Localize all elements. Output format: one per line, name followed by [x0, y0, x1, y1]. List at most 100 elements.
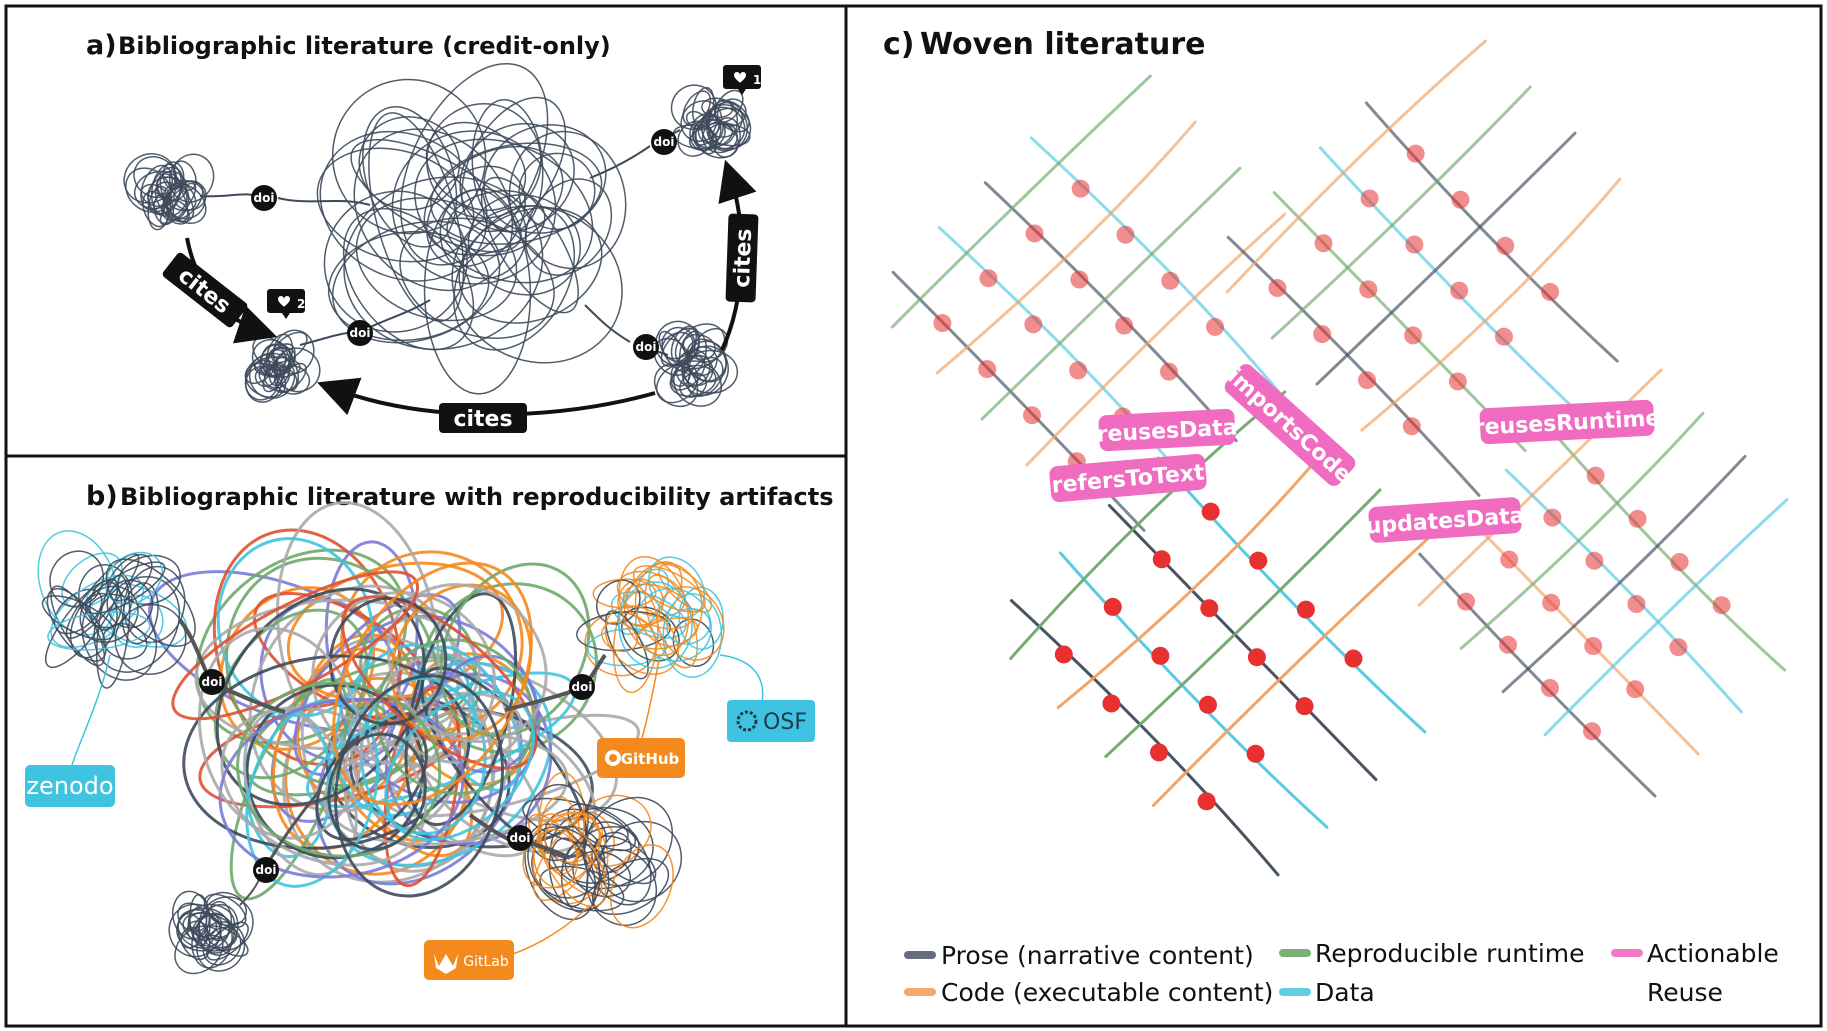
weave-node	[1451, 190, 1470, 209]
weave-thread	[1156, 456, 1427, 734]
paper-tangle-topright	[670, 84, 752, 159]
weave-node	[1583, 722, 1601, 741]
panel-c-prefix: c)	[883, 27, 915, 62]
panel-c-title: Woven literature	[920, 27, 1205, 62]
weave-node	[1150, 743, 1168, 762]
osf-logo: OSF	[727, 700, 815, 742]
weave-thread	[1364, 101, 1619, 363]
svg-text:doi: doi	[350, 326, 371, 340]
osf-icon	[736, 710, 758, 732]
weave-node	[1054, 645, 1073, 664]
relation-imports-code: importsCode	[1222, 364, 1356, 488]
svg-text:Reuse: Reuse	[1647, 978, 1723, 1007]
weave-node	[1115, 316, 1134, 335]
weave-thread	[1225, 39, 1487, 294]
weave-node	[1405, 235, 1424, 254]
weave-thread	[1459, 411, 1705, 650]
legend-item-actionable: Actionable Reuse	[1611, 939, 1779, 1007]
svg-text:Reproducible runtime: Reproducible runtime	[1315, 939, 1585, 968]
weave-thread	[1104, 488, 1382, 758]
like-badge-mid: 2	[267, 289, 305, 319]
panel-b-prefix: b)	[86, 481, 118, 512]
doi-badge-gitlab: doi	[507, 825, 533, 851]
svg-text:OSF: OSF	[763, 710, 807, 735]
weave-node	[1586, 466, 1605, 485]
svg-text:GitHub: GitHub	[621, 750, 680, 768]
svg-text:doi: doi	[256, 863, 277, 877]
svg-text:doi: doi	[654, 135, 675, 149]
weave-node	[1499, 635, 1517, 654]
link-gitlab-repo	[509, 904, 591, 956]
heart-icon	[278, 296, 290, 307]
doi-badge-left: doi	[251, 185, 277, 211]
weave-thread	[1318, 146, 1573, 408]
weave-node	[1626, 680, 1645, 699]
weave-thread	[1151, 537, 1430, 807]
paper-plain-tangle	[168, 890, 254, 975]
svg-text:Prose (narrative content): Prose (narrative content)	[941, 941, 1254, 970]
paper-with-code-tangle	[576, 555, 725, 694]
legend: Prose (narrative content) Code (executab…	[904, 939, 1779, 1007]
link-gitlab-central	[527, 840, 571, 860]
cites-label-right: cites	[725, 213, 759, 303]
weave-node	[1359, 280, 1378, 299]
link-zenodo-repo	[71, 654, 111, 766]
legend-item-prose: Prose (narrative content)	[904, 941, 1254, 970]
weave-node	[1023, 406, 1041, 425]
weave-node	[1102, 694, 1121, 713]
weave-node	[1541, 282, 1560, 301]
weave-thread	[1315, 131, 1577, 386]
weave-node	[1206, 317, 1225, 336]
weave-node	[1627, 595, 1646, 613]
panel-b-title: Bibliographic literature with reproducib…	[120, 483, 834, 511]
weave-node	[1670, 553, 1689, 571]
weave-node	[1313, 325, 1332, 344]
link-topright-central	[589, 145, 651, 179]
link-zenodo-central	[222, 686, 286, 714]
github-logo: GitHub	[597, 738, 685, 778]
paper-tangle-left	[123, 153, 215, 231]
svg-text:doi: doi	[510, 831, 531, 845]
relation-reuses-runtime: reusesRuntime	[1473, 399, 1661, 445]
weave-node	[1247, 648, 1266, 667]
weave-node	[1314, 234, 1333, 253]
weave-node	[1025, 224, 1044, 243]
weave-node	[1296, 600, 1315, 619]
weave-node	[1496, 236, 1515, 255]
zenodo-logo: zenodo	[25, 765, 115, 807]
weave-bottom-left	[1009, 390, 1430, 877]
link-mid-central	[367, 299, 431, 329]
link-left-central	[277, 197, 371, 206]
central-paper-tangle	[316, 62, 627, 395]
cites-label-bottom: cites	[439, 403, 527, 433]
central-paper-scribble	[316, 62, 627, 395]
svg-text:Code (executable content): Code (executable content)	[941, 978, 1273, 1007]
weave-node	[1161, 271, 1180, 290]
weave-node	[1152, 550, 1171, 569]
weave-node	[1628, 509, 1647, 528]
weave-node	[1069, 361, 1088, 380]
svg-text:2: 2	[297, 297, 305, 311]
svg-text:1: 1	[753, 73, 761, 87]
weave-thread	[935, 120, 1197, 375]
panel-b: b) Bibliographic literature with reprodu…	[25, 481, 834, 980]
weave-node	[1494, 327, 1513, 346]
weave-node	[1360, 189, 1379, 208]
cites-label-left: cites	[162, 252, 248, 328]
panel-a: a) Bibliographic literature (credit-only…	[86, 30, 761, 433]
legend-item-data: Data	[1279, 978, 1375, 1007]
weave-node	[1585, 551, 1604, 570]
weave-thread	[1025, 212, 1287, 467]
weave-thread	[980, 166, 1242, 421]
weave-node	[1249, 551, 1268, 570]
weave-node	[1358, 371, 1376, 390]
panel-c-frame	[844, 4, 1823, 1028]
svg-text:Actionable: Actionable	[1647, 939, 1779, 968]
weave-node	[1448, 372, 1467, 391]
svg-text:cites: cites	[453, 407, 512, 432]
weave-node	[978, 360, 997, 379]
doi-badge-mid: doi	[347, 320, 373, 346]
weave-node	[1500, 550, 1519, 569]
link-bottom-central	[268, 789, 322, 861]
